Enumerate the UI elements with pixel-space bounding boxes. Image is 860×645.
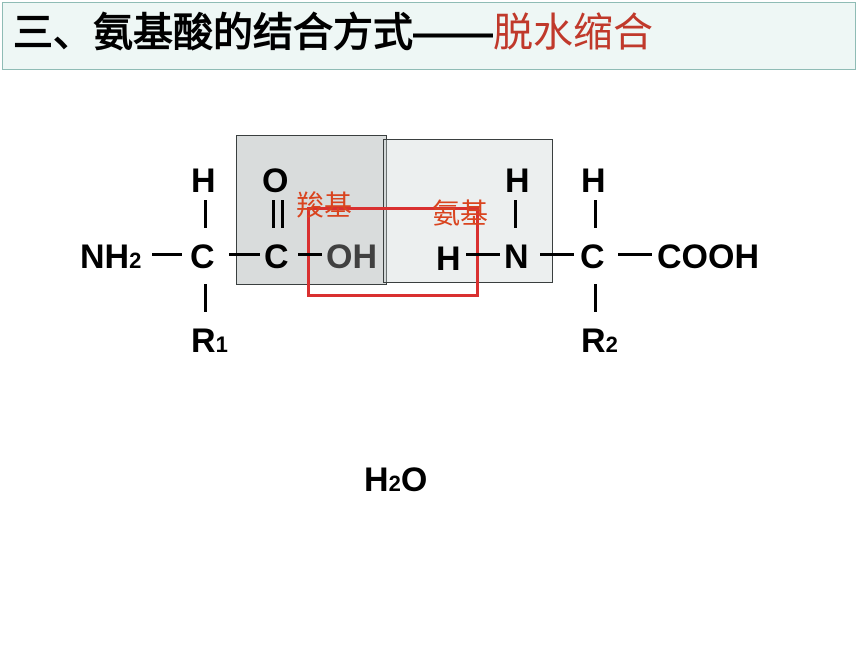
atom-h3: H <box>581 162 606 200</box>
slide-title: 三、氨基酸的结合方式——脱水缩合 <box>13 9 653 57</box>
atom-n: N <box>504 238 529 276</box>
title-prefix: 三、氨基酸的结合方式—— <box>13 11 493 55</box>
r2-text: R <box>581 322 606 360</box>
water-o: O <box>400 461 428 499</box>
nh2-group: NH2 <box>80 239 141 279</box>
bond-c1-h1 <box>204 200 207 228</box>
bond-c1-c2 <box>229 253 260 256</box>
bond-c3-r2 <box>594 284 597 312</box>
bond-c1-r1 <box>204 284 207 312</box>
bond-n-c3 <box>540 253 574 256</box>
r1-subscript: 1 <box>215 332 228 357</box>
atom-o: O <box>262 162 289 200</box>
bond-h-n <box>466 253 500 256</box>
amino-group-box <box>383 139 553 283</box>
r2-group: R2 <box>581 323 618 363</box>
atom-h1: H <box>191 162 216 200</box>
bond-n-h <box>514 200 517 228</box>
atom-h-top: H <box>505 162 530 200</box>
bond-c2-oh <box>298 253 322 256</box>
r2-subscript: 2 <box>605 332 618 357</box>
atom-c1: C <box>190 238 215 276</box>
atom-oh: OH <box>326 238 377 276</box>
water-h: H <box>364 461 389 499</box>
amino-label: 氨基 <box>432 197 489 230</box>
cooh-group: COOH <box>657 238 759 276</box>
bond-c3-h3 <box>594 200 597 228</box>
carboxyl-label: 羧基 <box>296 189 353 222</box>
r1-text: R <box>191 322 216 360</box>
water-product: H2O <box>364 462 427 502</box>
bond-double-o-1 <box>272 200 275 228</box>
carboxyl-group-box <box>236 135 387 285</box>
nh2-text: NH <box>80 238 130 276</box>
title-accent: 脱水缩合 <box>493 10 653 56</box>
atom-c2: C <box>264 238 289 276</box>
atom-c3: C <box>580 238 605 276</box>
r1-group: R1 <box>191 323 228 363</box>
bond-double-o-2 <box>281 200 284 228</box>
bond-c3-cooh <box>618 253 652 256</box>
water-removal-box <box>307 207 479 297</box>
nh2-subscript: 2 <box>129 248 142 273</box>
bond-n-c1 <box>152 253 182 256</box>
title-bar: 三、氨基酸的结合方式——脱水缩合 <box>2 2 856 70</box>
water-subscript: 2 <box>388 471 401 496</box>
atom-h-amino: H <box>436 240 461 278</box>
